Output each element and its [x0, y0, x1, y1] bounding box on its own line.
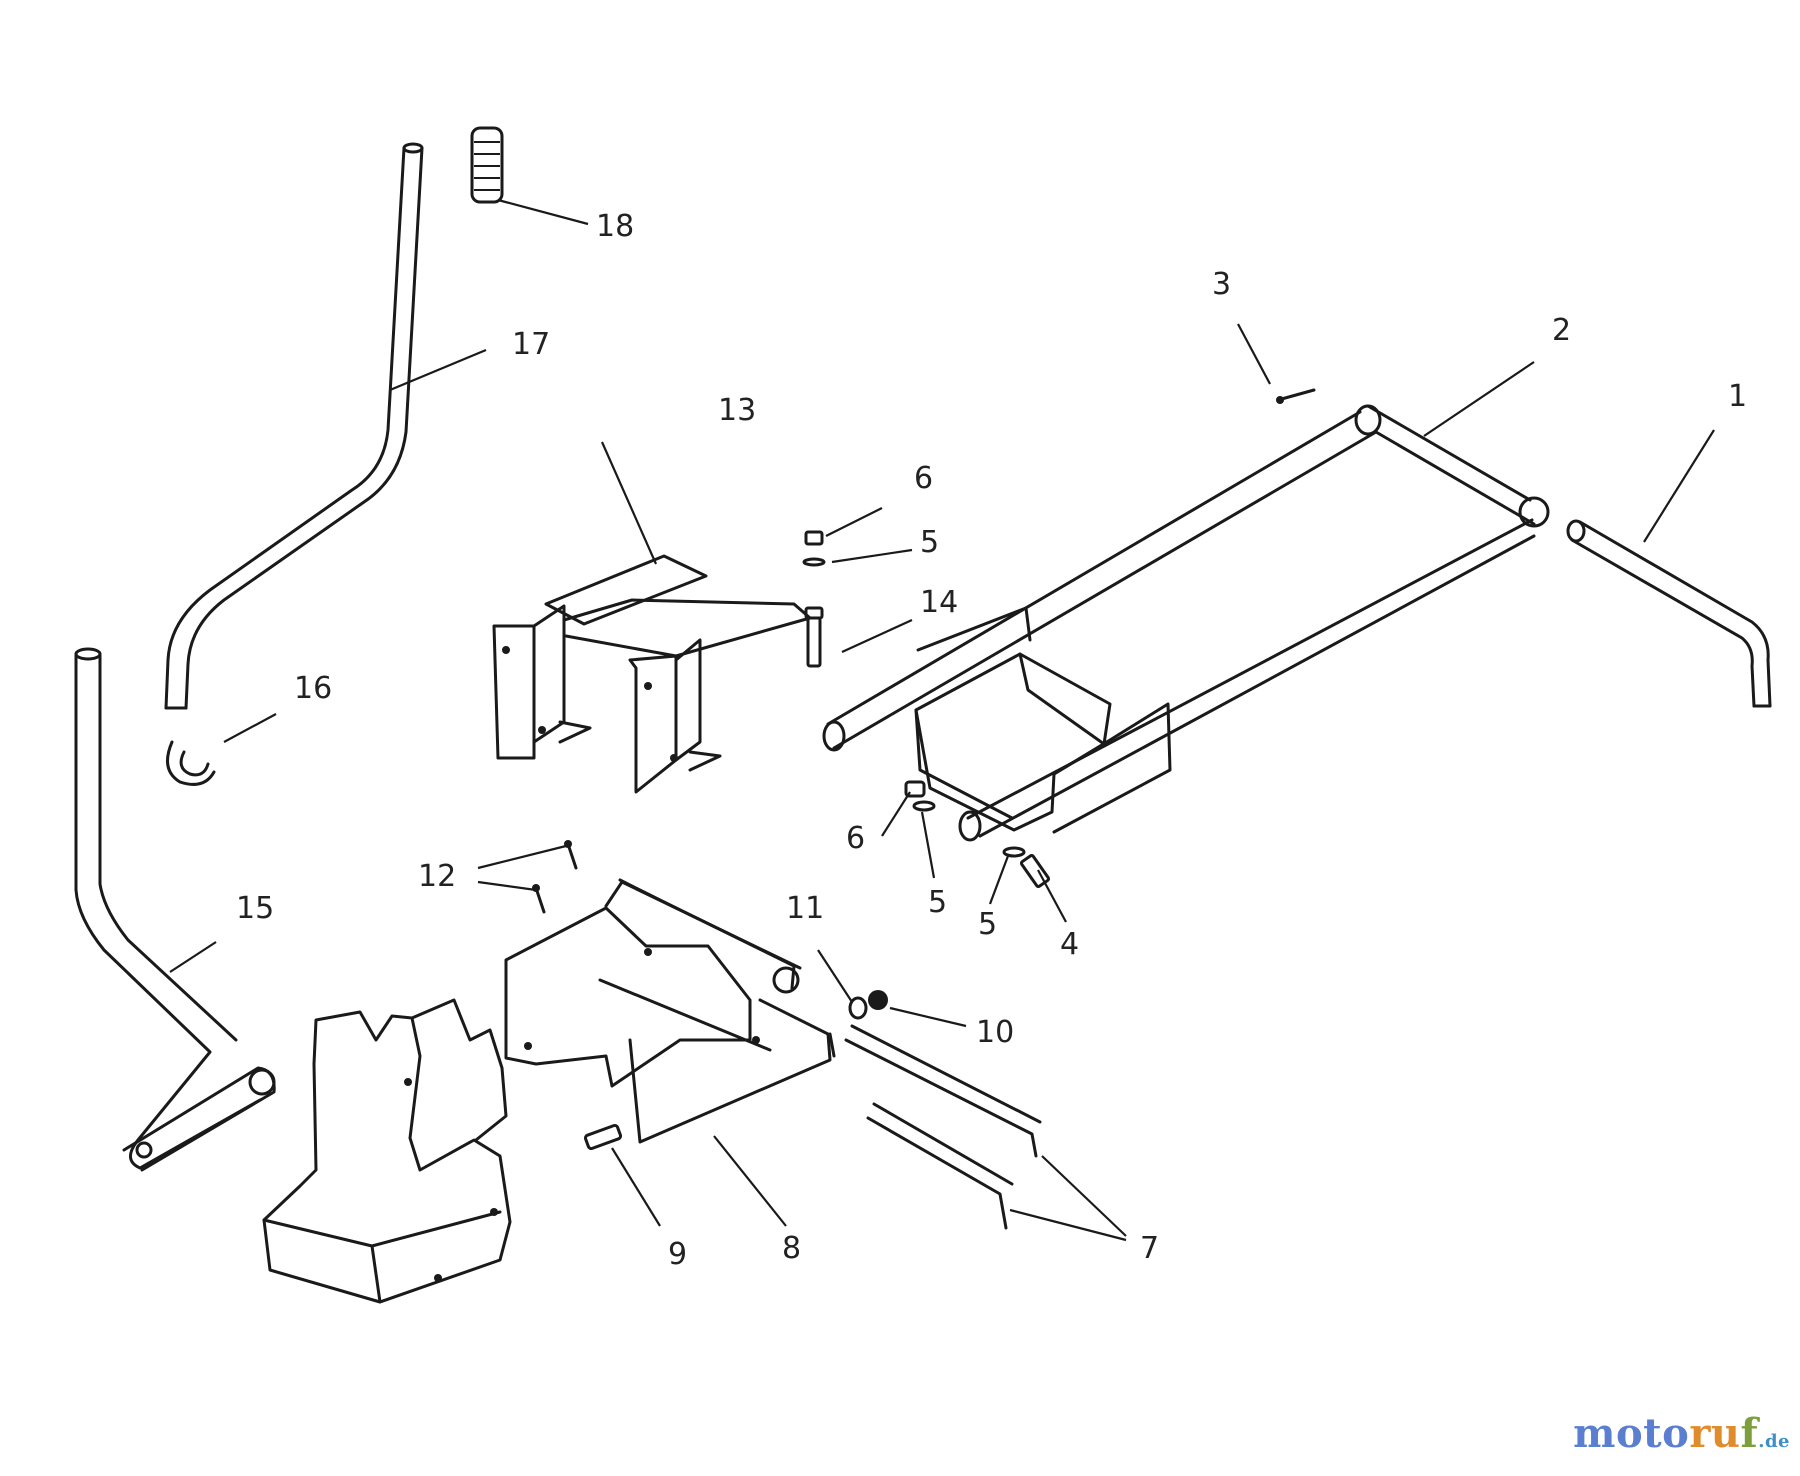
- part-5-washer-lower-b: [1002, 846, 1026, 858]
- part-8-base: [504, 878, 836, 1144]
- part-7-rods: [844, 1024, 1042, 1230]
- callout-3: 3: [1212, 267, 1231, 302]
- part-6-nut-lower: [904, 780, 926, 798]
- part-14-bolt: [804, 606, 824, 668]
- callout-4: 4: [1060, 927, 1079, 962]
- part-9-bolt: [583, 1123, 623, 1151]
- part-1-rod: [1566, 519, 1772, 708]
- callout-8: 8: [782, 1231, 801, 1266]
- part-5-washer-top: [802, 557, 826, 567]
- callout-15: 15: [236, 891, 274, 926]
- watermark-logo: motoruf.de: [1573, 1410, 1790, 1457]
- part-4-bolt: [1019, 853, 1051, 889]
- part-18-grip: [470, 126, 504, 204]
- callout-5-top: 5: [920, 525, 939, 560]
- callout-5-mid: 5: [928, 885, 947, 920]
- callout-2: 2: [1552, 313, 1571, 348]
- leader-lines: [169, 198, 1715, 1242]
- callout-18: 18: [596, 209, 634, 244]
- callout-10: 10: [976, 1015, 1014, 1050]
- callout-11: 11: [786, 891, 824, 926]
- part-3-pin: [1276, 388, 1316, 404]
- callout-17: 17: [512, 327, 550, 362]
- callout-16: 16: [294, 671, 332, 706]
- part-12-pins: [532, 840, 578, 914]
- part-17-handle: [164, 142, 424, 710]
- part-13-bracket: [492, 554, 812, 794]
- callout-1: 1: [1728, 379, 1747, 414]
- callout-9: 9: [668, 1237, 687, 1272]
- part-11-washer: [848, 996, 868, 1020]
- part-6-nut-top: [804, 530, 824, 546]
- callout-13: 13: [718, 393, 756, 428]
- callout-14: 14: [920, 585, 958, 620]
- callout-5-right: 5: [978, 907, 997, 942]
- callout-7: 7: [1140, 1231, 1159, 1266]
- callout-12: 12: [418, 859, 456, 894]
- base-block: [262, 998, 512, 1304]
- part-10-nut: [868, 990, 888, 1010]
- part-2-frame: [822, 404, 1550, 842]
- callout-6-top: 6: [914, 461, 933, 496]
- part-16-clip: [166, 740, 216, 786]
- part-5-washer-lower-a: [912, 800, 936, 812]
- callout-6-lower: 6: [846, 821, 865, 856]
- part-15-handle: [74, 647, 276, 1172]
